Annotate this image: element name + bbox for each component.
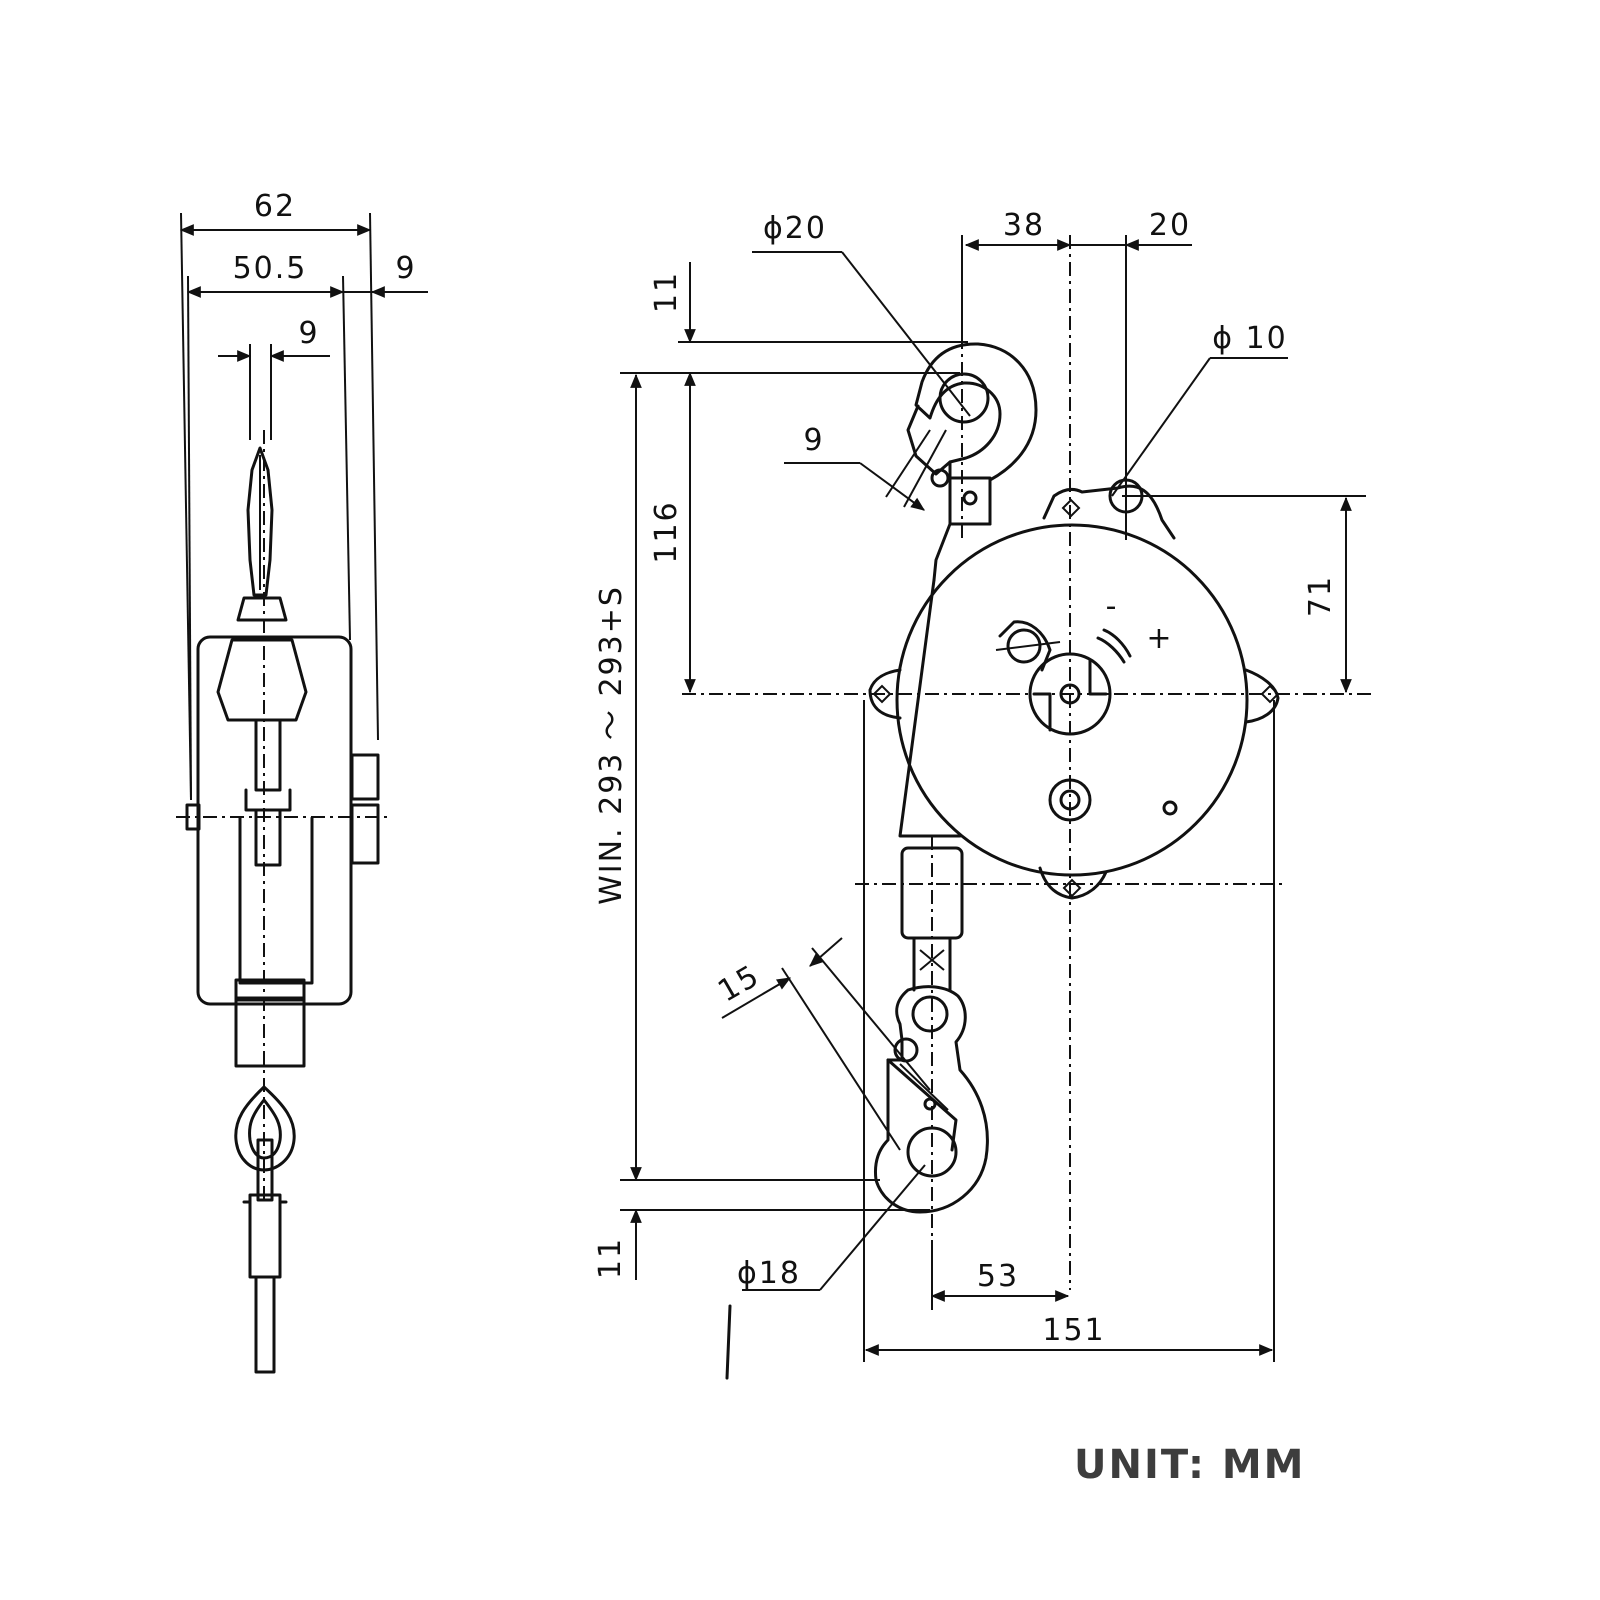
top-offset-38-label: 38 bbox=[1003, 208, 1045, 243]
overall-width-label: 151 bbox=[1042, 1313, 1105, 1348]
hook-to-center-label: 116 bbox=[649, 500, 684, 563]
latch-gap-label: 9 bbox=[803, 423, 824, 458]
unit-label: UNIT: MM bbox=[1074, 1442, 1306, 1488]
bottom-clearance-label: 11 bbox=[593, 1237, 628, 1279]
working-length-label: WIN. 293 ～ 293+S bbox=[594, 585, 629, 905]
mount-to-center-label: 71 bbox=[1303, 575, 1338, 617]
mount-hole-diameter-label: ϕ 10 bbox=[1212, 321, 1288, 356]
side-hook-width-label: 9 bbox=[298, 316, 319, 351]
top-clearance-label: 11 bbox=[649, 271, 684, 313]
front-view: 38 20 ϕ20 ϕ 10 9 11 116 WIN. 293 ～ 293+S… bbox=[593, 208, 1372, 1380]
top-offset-20-label: 20 bbox=[1149, 208, 1191, 243]
bottom-hook-opening-label: 15 bbox=[712, 958, 766, 1009]
side-overall-width-label: 62 bbox=[254, 189, 296, 224]
hook-offset-label: 53 bbox=[977, 1259, 1019, 1294]
side-inner-width-label: 50.5 bbox=[233, 251, 308, 286]
side-offset-label: 9 bbox=[395, 251, 416, 286]
side-view: 62 50.5 9 9 bbox=[176, 189, 428, 1374]
adjust-minus-label: - bbox=[1106, 589, 1119, 624]
adjust-plus-label: + bbox=[1146, 621, 1173, 656]
top-hook-diameter-label: ϕ20 bbox=[763, 211, 827, 246]
bottom-hook-diameter-label: ϕ18 bbox=[737, 1256, 801, 1291]
